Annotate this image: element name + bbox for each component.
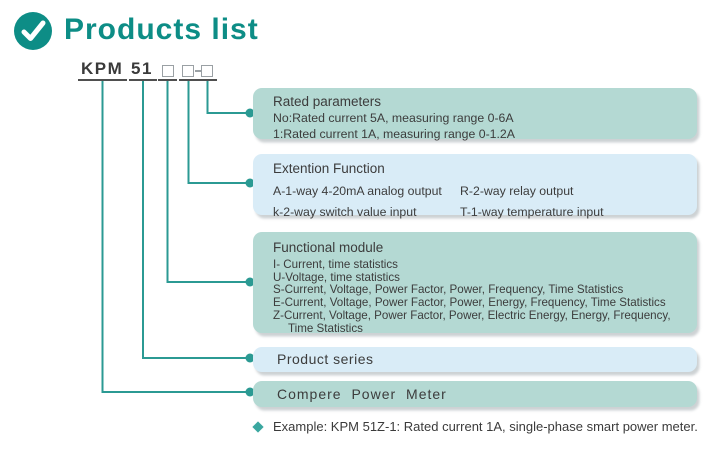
functional-module-title: Functional module bbox=[273, 240, 384, 255]
connector-line-rated bbox=[206, 81, 246, 114]
functional-module-box: Functional module I- Current, time stati… bbox=[253, 232, 697, 335]
connector-line-brand bbox=[101, 81, 246, 393]
rated-parameters-box: Rated parameters No:Rated current 5A, me… bbox=[253, 88, 697, 141]
functional-option: I- Current, time statistics bbox=[273, 258, 398, 271]
extension-option: A-1-way 4-20mA analog output bbox=[273, 184, 442, 198]
functional-option: Z-Current, Voltage, Power Factor, Power,… bbox=[273, 308, 671, 322]
product-series-bar: Product series bbox=[253, 347, 697, 372]
product-series-label: Product series bbox=[277, 351, 374, 367]
example-text: Example: KPM 51Z-1: Rated current 1A, si… bbox=[273, 419, 698, 434]
diamond-bullet-icon bbox=[252, 420, 264, 433]
underline-prefix bbox=[78, 79, 127, 81]
brand-label: Compere Power Meter bbox=[277, 386, 447, 402]
example-row: Example: KPM 51Z-1: Rated current 1A, si… bbox=[252, 419, 698, 434]
functional-option: U-Voltage, time statistics bbox=[273, 270, 400, 284]
extension-left-column: A-1-way 4-20mA analog output k-2-way swi… bbox=[273, 181, 442, 223]
rated-parameters-line: 1:Rated current 1A, measuring range 0-1.… bbox=[273, 127, 515, 141]
extension-function-box: Extention Function A-1-way 4-20mA analog… bbox=[253, 154, 697, 219]
brand-bar: Compere Power Meter bbox=[253, 381, 697, 407]
functional-module-list: I- Current, time statistics U-Voltage, t… bbox=[273, 258, 697, 335]
model-code-prefix: KPM bbox=[81, 59, 124, 78]
extension-option: k-2-way switch value input bbox=[273, 205, 417, 219]
underline-placeholder-3 bbox=[198, 79, 217, 81]
model-code-placeholder-3 bbox=[201, 65, 213, 77]
underline-placeholder-2 bbox=[179, 79, 198, 81]
model-code-placeholder-2 bbox=[182, 65, 194, 77]
functional-option: S-Current, Voltage, Power Factor, Power,… bbox=[273, 283, 624, 297]
extension-right-column: R-2-way relay output T-1-way temperature… bbox=[460, 181, 604, 223]
connector-line-series bbox=[142, 81, 246, 359]
extension-function-title: Extention Function bbox=[273, 161, 385, 176]
page-title: Products list bbox=[64, 13, 259, 46]
underline-placeholder-1 bbox=[158, 79, 177, 81]
functional-option-wrap: Time Statistics bbox=[288, 321, 363, 335]
rated-parameters-line: No:Rated current 5A, measuring range 0-6… bbox=[273, 111, 514, 125]
rated-parameters-title: Rated parameters bbox=[273, 94, 382, 109]
model-code-placeholder-1 bbox=[162, 65, 174, 77]
model-code-series: 51 bbox=[131, 59, 153, 78]
connector-line-extension bbox=[187, 81, 246, 184]
extension-option: T-1-way temperature input bbox=[460, 205, 604, 219]
functional-option: E-Current, Voltage, Power Factor, Power,… bbox=[273, 296, 666, 310]
check-circle-icon bbox=[14, 12, 52, 50]
model-code-dash bbox=[195, 70, 201, 72]
connector-line-functional bbox=[166, 81, 246, 283]
extension-option: R-2-way relay output bbox=[460, 184, 574, 198]
underline-series bbox=[129, 79, 157, 81]
